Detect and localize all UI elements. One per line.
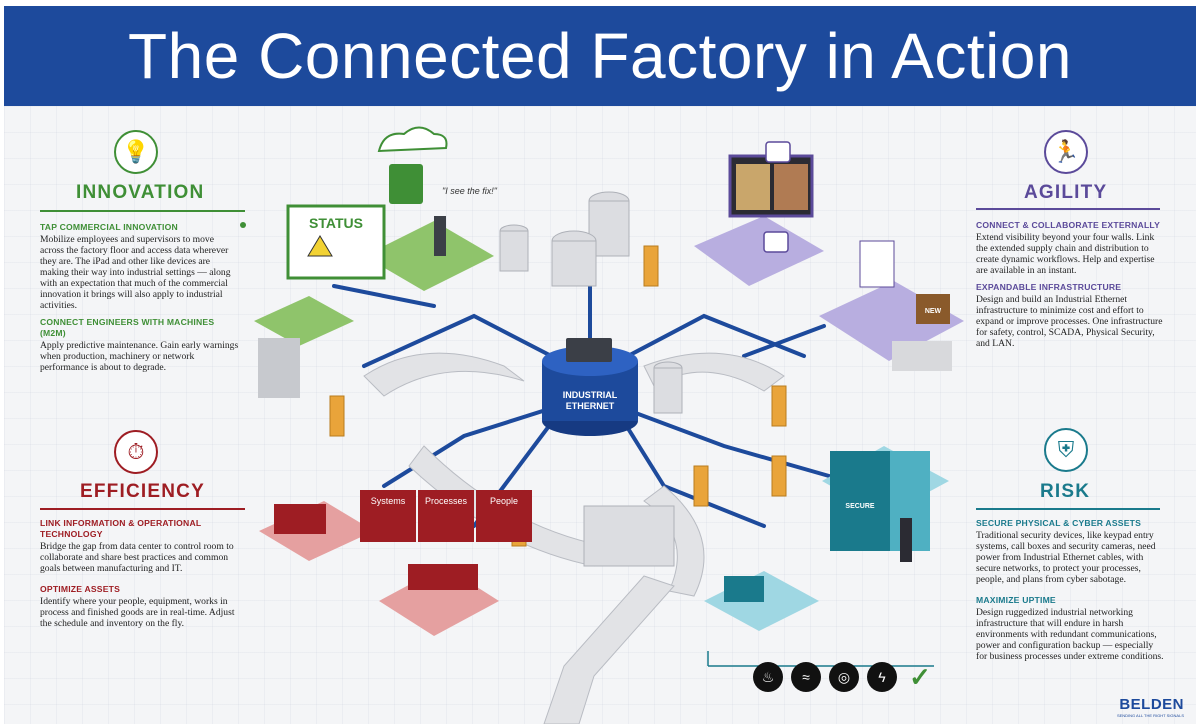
water-icon: ≈ bbox=[791, 662, 821, 692]
fire-icon: ♨ bbox=[753, 662, 783, 692]
shipping-box bbox=[916, 294, 950, 324]
running-figure-icon: 🏃 bbox=[1044, 130, 1088, 174]
systems-box-label: Systems bbox=[371, 496, 406, 506]
processes-box-label: Processes bbox=[425, 496, 468, 506]
innovation-platform bbox=[254, 296, 354, 346]
agility-platform bbox=[694, 216, 824, 286]
hub-label-line1: INDUSTRIAL bbox=[563, 390, 618, 400]
video-participant bbox=[736, 164, 770, 210]
planning-board bbox=[859, 240, 895, 288]
agility-item-title: CONNECT & COLLABORATE EXTERNALLY bbox=[976, 220, 1161, 230]
risk-panel: SECURE PHYSICAL & CYBER ASSETS Tradition… bbox=[976, 512, 1166, 662]
storage-tank bbox=[551, 240, 597, 287]
cloud-icon bbox=[377, 126, 448, 153]
processes-box bbox=[418, 490, 474, 542]
agility-heading: AGILITY bbox=[1024, 182, 1108, 203]
chat-bubble-icon bbox=[765, 141, 791, 163]
storage-tank bbox=[653, 367, 683, 414]
risk-item-title: MAXIMIZE UPTIME bbox=[976, 595, 1056, 605]
hub-label-line2: ETHERNET bbox=[566, 401, 615, 411]
risk-item-text: Design ruggedized industrial networking … bbox=[976, 607, 1164, 662]
innovation-connector-dot bbox=[240, 222, 246, 228]
checkmark-icon: ✓ bbox=[909, 661, 931, 692]
hazard-icon-row: ♨ ≈ ◎ ϟ ✓ bbox=[753, 662, 935, 692]
title-banner: The Connected Factory in Action bbox=[4, 6, 1196, 106]
efficiency-heading: EFFICIENCY bbox=[80, 481, 205, 502]
secure-room bbox=[830, 451, 890, 551]
control-console bbox=[408, 564, 478, 590]
chat-bubble-icon bbox=[763, 231, 789, 253]
speech-quote: "I see the fix!" bbox=[442, 186, 498, 196]
agility-rule bbox=[976, 208, 1160, 210]
security-guard bbox=[900, 518, 912, 562]
agility-item-title: EXPANDABLE INFRASTRUCTURE bbox=[976, 282, 1122, 292]
status-board bbox=[286, 204, 386, 280]
efficiency-rule bbox=[40, 508, 245, 510]
robot-arm bbox=[771, 455, 787, 497]
brand-tagline: SENDING ALL THE RIGHT SIGNALS bbox=[1116, 713, 1184, 718]
conveyor-belt bbox=[363, 352, 525, 397]
innovation-rule bbox=[40, 210, 245, 212]
robot-arm bbox=[693, 465, 709, 507]
innovation-item-text: Apply predictive maintenance. Gain early… bbox=[40, 340, 239, 373]
risk-heading: RISK bbox=[1040, 481, 1091, 502]
agility-item-text: Extend visibility beyond your four walls… bbox=[976, 232, 1155, 276]
tablet-icon bbox=[389, 164, 423, 204]
building-blocks bbox=[892, 341, 952, 371]
agility-panel: CONNECT & COLLABORATE EXTERNALLY Extend … bbox=[976, 214, 1166, 349]
innovation-panel: TAP COMMERCIAL INNOVATION Mobilize emplo… bbox=[40, 216, 240, 373]
belden-logo: BELDEN SENDING ALL THE RIGHT SIGNALS bbox=[1117, 696, 1184, 718]
monitoring-desk bbox=[724, 576, 764, 602]
storage-tank bbox=[499, 230, 529, 272]
innovation-heading: INNOVATION bbox=[76, 182, 205, 203]
robot-arm bbox=[643, 245, 659, 287]
efficiency-item-title: OPTIMIZE ASSETS bbox=[40, 584, 121, 594]
lightning-icon: ϟ bbox=[867, 662, 897, 692]
people-box-label: People bbox=[490, 496, 518, 506]
network-switch bbox=[566, 338, 612, 362]
box-label: NEW bbox=[925, 308, 942, 315]
systems-box bbox=[360, 490, 416, 542]
brand-name: BELDEN bbox=[1119, 696, 1184, 713]
server-rack bbox=[583, 505, 675, 567]
agility-item-text: Design and build an Industrial Ethernet … bbox=[976, 294, 1163, 349]
collaboration-table bbox=[274, 504, 326, 534]
worker-figure bbox=[434, 216, 446, 256]
network-cable bbox=[332, 284, 436, 308]
robot-arm bbox=[329, 395, 345, 437]
innovation-platform bbox=[364, 221, 494, 291]
efficiency-panel: LINK INFORMATION & OPERATIONAL TECHNOLOG… bbox=[40, 512, 245, 629]
risk-item-text: Traditional security devices, like keypa… bbox=[976, 530, 1156, 585]
video-participant bbox=[774, 164, 808, 210]
people-box bbox=[476, 490, 532, 542]
efficiency-item-text: Identify where your people, equipment, w… bbox=[40, 596, 235, 629]
innovation-item-text: Mobilize employees and supervisors to mo… bbox=[40, 234, 231, 311]
efficiency-item-text: Bridge the gap from data center to contr… bbox=[40, 541, 234, 574]
secure-room-label: SECURE bbox=[845, 503, 875, 510]
robot-arm bbox=[771, 385, 787, 427]
shield-icon: ⛨ bbox=[1044, 428, 1088, 472]
risk-rule bbox=[976, 508, 1160, 510]
status-board-label: STATUS bbox=[309, 215, 363, 231]
infographic-canvas: INDUSTRIAL ETHERNET STATUS "I see the fi… bbox=[4, 106, 1196, 724]
factory-illustration: INDUSTRIAL ETHERNET STATUS "I see the fi… bbox=[254, 126, 964, 724]
network-cable bbox=[742, 324, 826, 358]
page-title: The Connected Factory in Action bbox=[128, 20, 1072, 92]
conveyor-belt bbox=[543, 575, 675, 724]
risk-item-title: SECURE PHYSICAL & CYBER ASSETS bbox=[976, 518, 1142, 528]
vibration-icon: ◎ bbox=[829, 662, 859, 692]
stopwatch-icon: ⏱ bbox=[114, 430, 158, 474]
warning-icon bbox=[307, 235, 333, 257]
innovation-item-title: TAP COMMERCIAL INNOVATION bbox=[40, 222, 178, 232]
lightbulb-icon: 💡 bbox=[114, 130, 158, 174]
innovation-item-title: CONNECT ENGINEERS WITH MACHINES (M2M) bbox=[40, 317, 215, 338]
efficiency-item-title: LINK INFORMATION & OPERATIONAL TECHNOLOG… bbox=[40, 518, 202, 539]
machine-cabinet bbox=[258, 338, 300, 398]
